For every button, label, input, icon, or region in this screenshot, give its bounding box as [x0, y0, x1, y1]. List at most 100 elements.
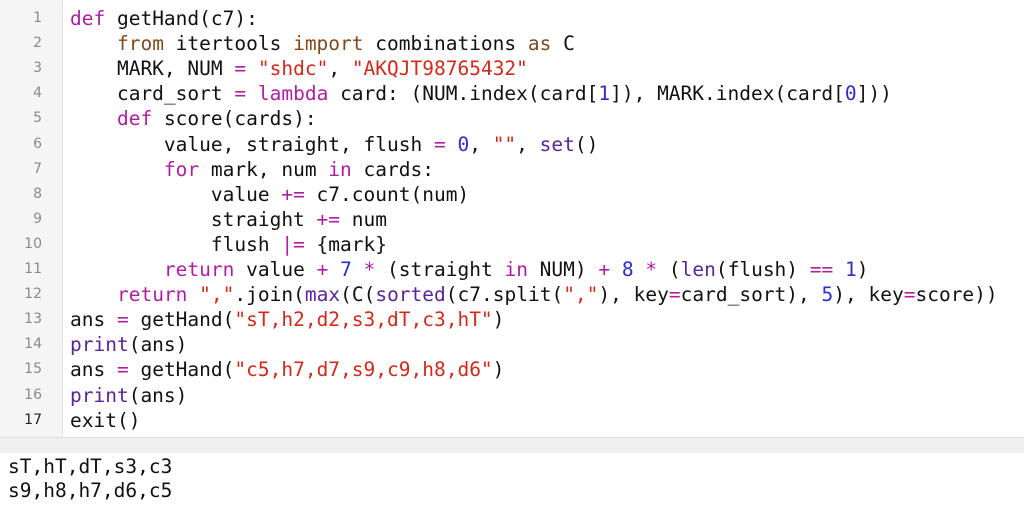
code-line[interactable]: value, straight, flush = 0, "", set()	[70, 132, 598, 157]
code-line[interactable]: MARK, NUM = "shdc", "AKQJT98765432"	[70, 56, 528, 81]
code-line[interactable]: card_sort = lambda card: (NUM.index(card…	[70, 81, 892, 106]
code-text	[70, 258, 164, 281]
line-number: 16	[24, 386, 42, 403]
code-text	[833, 258, 845, 281]
code-line[interactable]: exit()	[70, 408, 140, 433]
string-literal: ""	[492, 132, 517, 156]
builtin: max	[304, 283, 341, 307]
code-text: ,	[516, 132, 540, 156]
line-number: 2	[33, 35, 42, 52]
code-line[interactable]: value += c7.count(num)	[70, 182, 469, 207]
code-text: value, straight, flush	[70, 132, 434, 156]
code-text	[70, 283, 117, 306]
number-literal: 0	[457, 132, 470, 156]
keyword: return	[163, 258, 235, 281]
code-text: cards:	[351, 157, 434, 181]
code-line[interactable]: return ",".join(max(C(sorted(c7.split(",…	[70, 282, 998, 307]
code-text: MARK, NUM	[70, 57, 235, 81]
code-text: flush	[70, 232, 282, 256]
builtin: sorted	[375, 283, 446, 307]
code-text: card_sort	[70, 82, 235, 106]
code-line[interactable]: ans = getHand("c5,h7,d7,s9,c9,h8,d6")	[70, 357, 504, 382]
line-number: 9	[33, 210, 42, 227]
import-keyword: import	[293, 32, 364, 56]
code-text: c7.count(num)	[304, 182, 470, 206]
code-text	[70, 32, 117, 55]
operator: *	[363, 258, 376, 281]
line-number: 10	[24, 235, 42, 252]
code-line[interactable]: from itertools import combinations as C	[70, 31, 575, 56]
keyword: return	[116, 283, 188, 307]
number-literal: 0	[844, 82, 857, 106]
code-text: )	[492, 358, 505, 382]
number-literal: 1	[845, 258, 857, 281]
line-number: 14	[24, 336, 42, 353]
builtin: print	[70, 383, 129, 407]
code-line[interactable]: return value + 7 * (straight in NUM) + 8…	[70, 257, 869, 282]
line-number: 4	[33, 85, 42, 102]
code-text	[187, 283, 199, 306]
code-text: .join(	[234, 283, 305, 307]
builtin: print	[70, 333, 129, 357]
line-number: 12	[24, 286, 42, 303]
code-text: (flush)	[715, 258, 810, 281]
operator: +	[316, 258, 329, 281]
code-line[interactable]: straight += num	[70, 207, 387, 232]
keyword: in	[328, 157, 352, 181]
code-text: mark, num	[199, 157, 329, 181]
code-line[interactable]: print(ans)	[70, 383, 187, 408]
code-text: card_sort),	[680, 283, 822, 307]
code-text: (c7.split(	[445, 283, 564, 307]
line-number: 1	[33, 10, 42, 26]
keyword: def	[70, 7, 106, 30]
code-line[interactable]: for mark, num in cards:	[70, 157, 434, 182]
code-text: ,	[469, 132, 493, 156]
output-line: sT,hT,dT,s3,c3	[8, 455, 173, 478]
operator: =	[903, 283, 916, 307]
code-text: score(cards):	[152, 107, 317, 131]
code-text	[246, 82, 258, 105]
panel-divider[interactable]	[0, 437, 1024, 454]
operator: =	[433, 132, 446, 156]
number-literal: 5	[821, 283, 834, 307]
code-line[interactable]: def score(cards):	[70, 106, 317, 131]
code-text: )	[492, 308, 505, 332]
line-number: 15	[24, 361, 42, 378]
line-number: 7	[33, 160, 42, 177]
string-literal: "AKQJT98765432"	[351, 57, 528, 81]
operator: +=	[316, 207, 341, 231]
code-text: ()	[574, 132, 599, 156]
number-literal: 7	[340, 258, 352, 281]
keyword: def	[116, 107, 153, 131]
code-text: exit()	[70, 408, 141, 432]
code-text: score))	[915, 283, 998, 307]
operator: =	[116, 308, 129, 332]
code-line[interactable]: flush |= {mark}	[70, 232, 387, 257]
operator: =	[234, 82, 247, 106]
code-text: (ans)	[128, 333, 188, 357]
keyword: lambda	[257, 82, 329, 106]
operator: =	[668, 283, 681, 307]
operator: +	[598, 258, 611, 281]
import-keyword: from	[116, 32, 164, 56]
line-number: 3	[33, 60, 42, 77]
line-number: 13	[24, 311, 42, 328]
code-text	[70, 158, 164, 181]
operator: *	[645, 258, 658, 281]
code-line[interactable]: print(ans)	[70, 332, 187, 357]
line-number: 11	[24, 261, 42, 277]
code-line[interactable]: ans = getHand("sT,h2,d2,s3,dT,c3,hT")	[70, 307, 504, 332]
code-text	[446, 133, 458, 156]
code-text: combinations	[363, 32, 528, 56]
code-line[interactable]: def getHand(c7):	[70, 6, 258, 31]
code-text: value	[234, 258, 317, 281]
code-text: ans	[70, 308, 117, 332]
code-text: (C(	[340, 283, 376, 307]
string-literal: "c5,h7,d7,s9,c9,h8,d6"	[234, 358, 493, 382]
code-text: )	[856, 258, 869, 281]
line-number: 6	[33, 135, 42, 152]
operator: +=	[281, 182, 305, 206]
